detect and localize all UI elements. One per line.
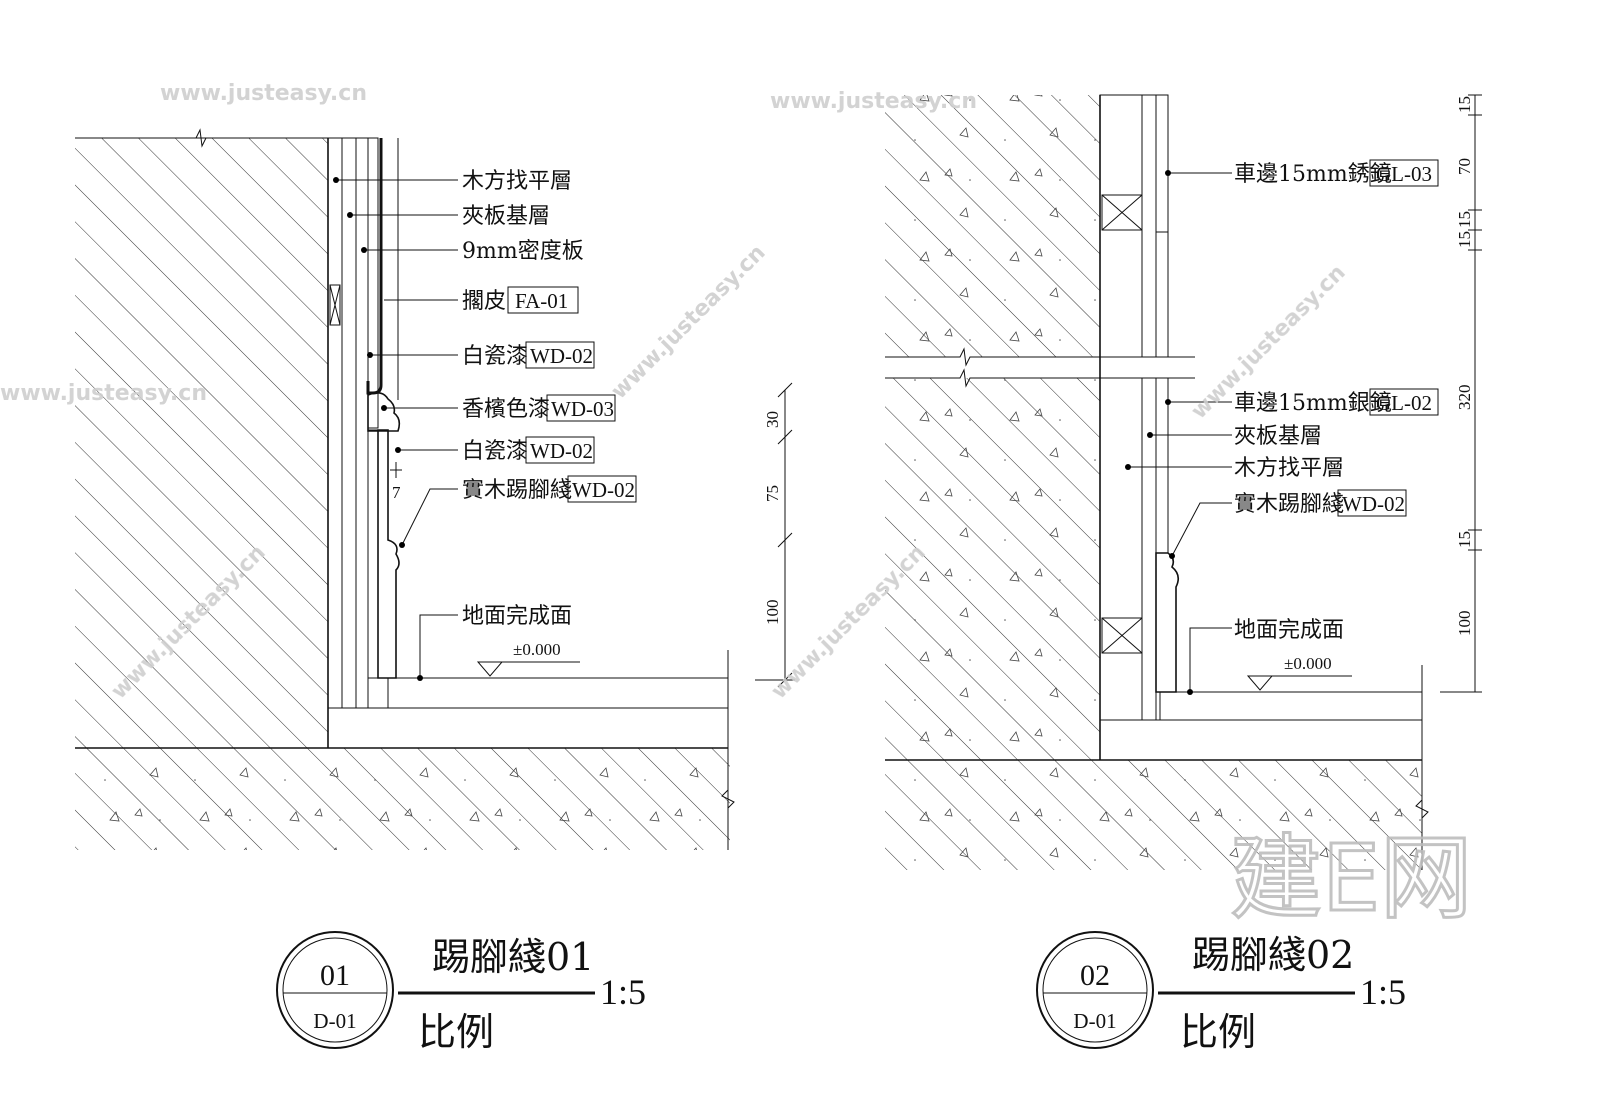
title-block: 01 D-01 踢腳綫01 1:5 比例 [276, 931, 646, 1054]
dimension-line: 30 75 100 7 [390, 382, 795, 688]
level-text: ±0.000 [513, 640, 561, 659]
watermark-text: www.justeasy.cn [770, 89, 977, 114]
dimension-line: 15 70 15 15 320 15 100 [1440, 94, 1482, 693]
watermark-text: www.justeasy.cn [160, 81, 367, 106]
dim-text: 100 [1455, 611, 1474, 637]
detail-02: 15 70 15 15 320 15 100 車邊15mm銹鏡 GL-03 車邊… [885, 94, 1482, 1054]
material-code: GL-03 [1376, 162, 1432, 186]
label-text: 實木踢腳綫 [462, 478, 572, 503]
label-text: 9mm密度板 [462, 239, 584, 264]
scale-value: 1:5 [600, 972, 646, 1012]
label-text: 車邊15mm銹鏡 [1234, 162, 1392, 187]
label-text: 車邊15mm銀鏡 [1234, 391, 1392, 416]
label-text: 香檳色漆 [462, 397, 550, 422]
dim-text: 100 [763, 600, 782, 626]
scale-value: 1:5 [1360, 972, 1406, 1012]
dim-text: 15 [1455, 231, 1474, 248]
title-block: 02 D-01 踢腳綫02 1:5 比例 [1036, 931, 1406, 1054]
label-text: 夾板基層 [462, 204, 550, 229]
detail-title: 踢腳綫01 [432, 935, 594, 979]
label-text: 實木踢腳綫 [1234, 492, 1344, 517]
material-code: WD-02 [1342, 492, 1405, 516]
detail-title: 踢腳綫02 [1192, 933, 1354, 977]
dim-text: 75 [763, 485, 782, 502]
watermark-text: www.justeasy.cn [607, 240, 771, 404]
floor-label: 地面完成面 [1234, 618, 1344, 643]
label-text: 木方找平層 [1234, 456, 1344, 481]
gap-dim: 7 [392, 483, 401, 502]
sheet-ref: D-01 [313, 1009, 356, 1033]
label-text: 擱皮 [462, 289, 506, 314]
detail-number: 01 [320, 959, 350, 992]
material-code: WD-03 [551, 397, 614, 421]
dim-text: 320 [1455, 385, 1474, 411]
dim-text: 70 [1455, 158, 1474, 175]
detail-number: 02 [1080, 959, 1110, 992]
detail-01: 30 75 100 7 木方找平層 夾板基層 9mm密度板 擱皮 FA-01 白… [75, 128, 795, 1054]
scale-label: 比例 [1180, 1010, 1256, 1054]
label-text: 白瓷漆 [462, 344, 528, 369]
dim-text: 30 [763, 411, 782, 428]
material-code: WD-02 [572, 478, 635, 502]
label-text: 夾板基層 [1234, 424, 1322, 449]
material-code: FA-01 [515, 289, 568, 313]
label-text: 木方找平層 [462, 169, 572, 194]
callouts [1125, 170, 1232, 559]
wall-hatch [75, 138, 328, 748]
material-code: WD-02 [530, 439, 593, 463]
callouts [333, 177, 458, 548]
dim-text: 15 [1455, 531, 1474, 548]
material-code: GL-02 [1376, 391, 1432, 415]
label-text: 白瓷漆 [462, 439, 528, 464]
dim-text: 15 [1455, 96, 1474, 113]
sheet-ref: D-01 [1073, 1009, 1116, 1033]
scale-label: 比例 [418, 1010, 494, 1054]
watermark-text: www.justeasy.cn [0, 381, 207, 406]
dim-text: 15 [1455, 211, 1474, 228]
material-code: WD-02 [530, 344, 593, 368]
level-text: ±0.000 [1284, 654, 1332, 673]
floor-label: 地面完成面 [462, 604, 572, 629]
watermark-logo: 建E网 [1230, 825, 1472, 932]
